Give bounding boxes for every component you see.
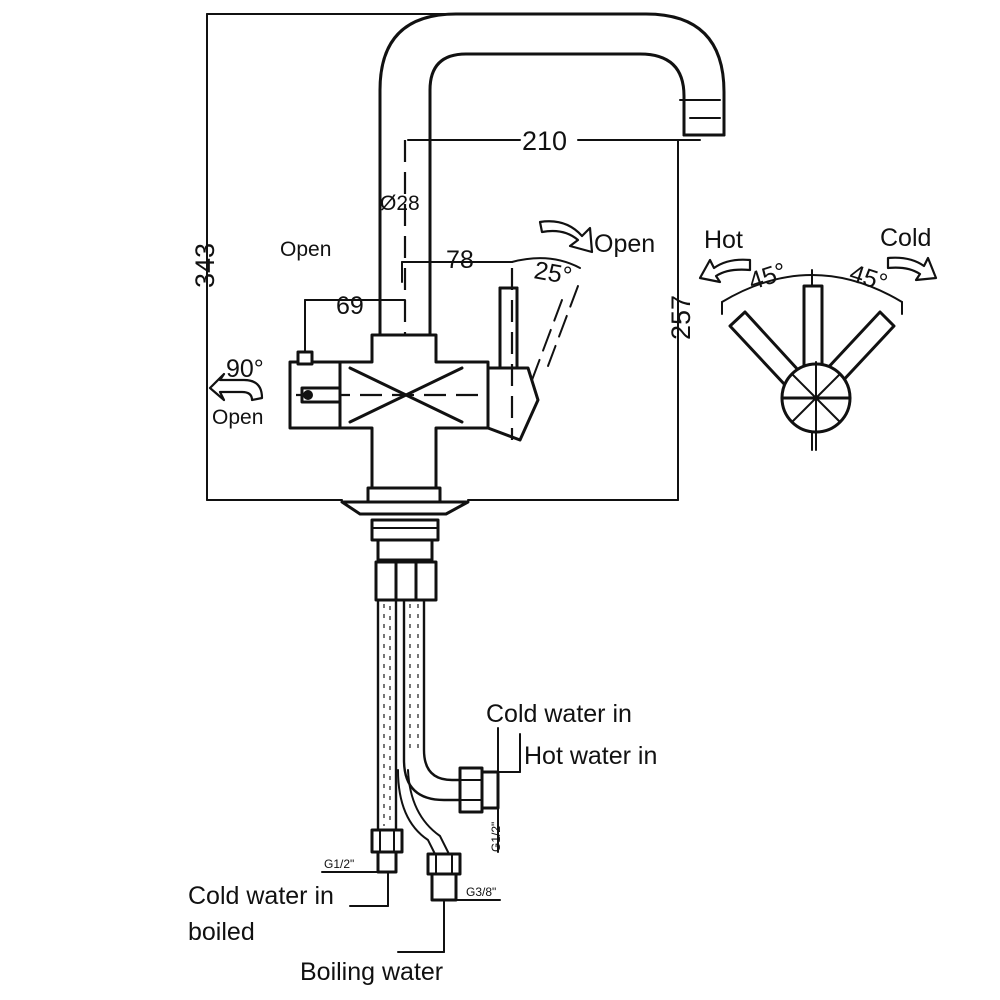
- mixer-body: [288, 333, 530, 490]
- leader-lines: [304, 261, 521, 953]
- hose-fittings: [370, 766, 500, 902]
- cold-arrow-icon: [886, 256, 938, 282]
- thread-hot-inlet: G1/2": [489, 822, 503, 852]
- label-lever-open: Open: [594, 230, 655, 258]
- lever-open-arrow-icon: [538, 220, 594, 254]
- mixer-lever: [486, 257, 581, 442]
- label-hot: Hot: [704, 226, 743, 254]
- knob-open-arrow-icon: [208, 372, 264, 402]
- label-knob-open-side: Open: [212, 406, 263, 429]
- thread-boiling-outlet: G3/8": [466, 885, 496, 899]
- label-cold-water-in-boiled-1: Cold water in: [188, 882, 334, 910]
- lever-angle-side-view: [721, 269, 903, 451]
- label-cold: Cold: [880, 224, 931, 252]
- rotation-arrows: [208, 220, 938, 402]
- label-cold-water-in-boiled-2: boiled: [188, 918, 255, 946]
- dimension-knob-offset: 69: [336, 292, 364, 320]
- label-hot-water-in: Hot water in: [524, 742, 657, 770]
- angle-lever-tilt: 25°: [532, 256, 574, 290]
- angle-hot: 45°: [745, 257, 790, 295]
- thread-cold-boiled-inlet: G1/2": [324, 857, 354, 871]
- faucet-base: [340, 486, 470, 602]
- dimension-spout-reach: 210: [522, 126, 567, 156]
- label-cold-water-in: Cold water in: [486, 700, 632, 728]
- angle-knob-rotation: 90°: [226, 355, 264, 383]
- dimension-spout-diameter: Ø28: [380, 192, 420, 215]
- label-boiling-water: Boiling water: [300, 958, 443, 986]
- label-knob-open-top: Open: [280, 238, 331, 261]
- supply-hoses: [376, 600, 460, 857]
- hot-arrow-icon: [698, 258, 752, 284]
- dimension-total-height: 343: [190, 243, 220, 288]
- dimension-lever-offset: 78: [446, 246, 474, 274]
- dimension-spout-height: 257: [666, 295, 696, 340]
